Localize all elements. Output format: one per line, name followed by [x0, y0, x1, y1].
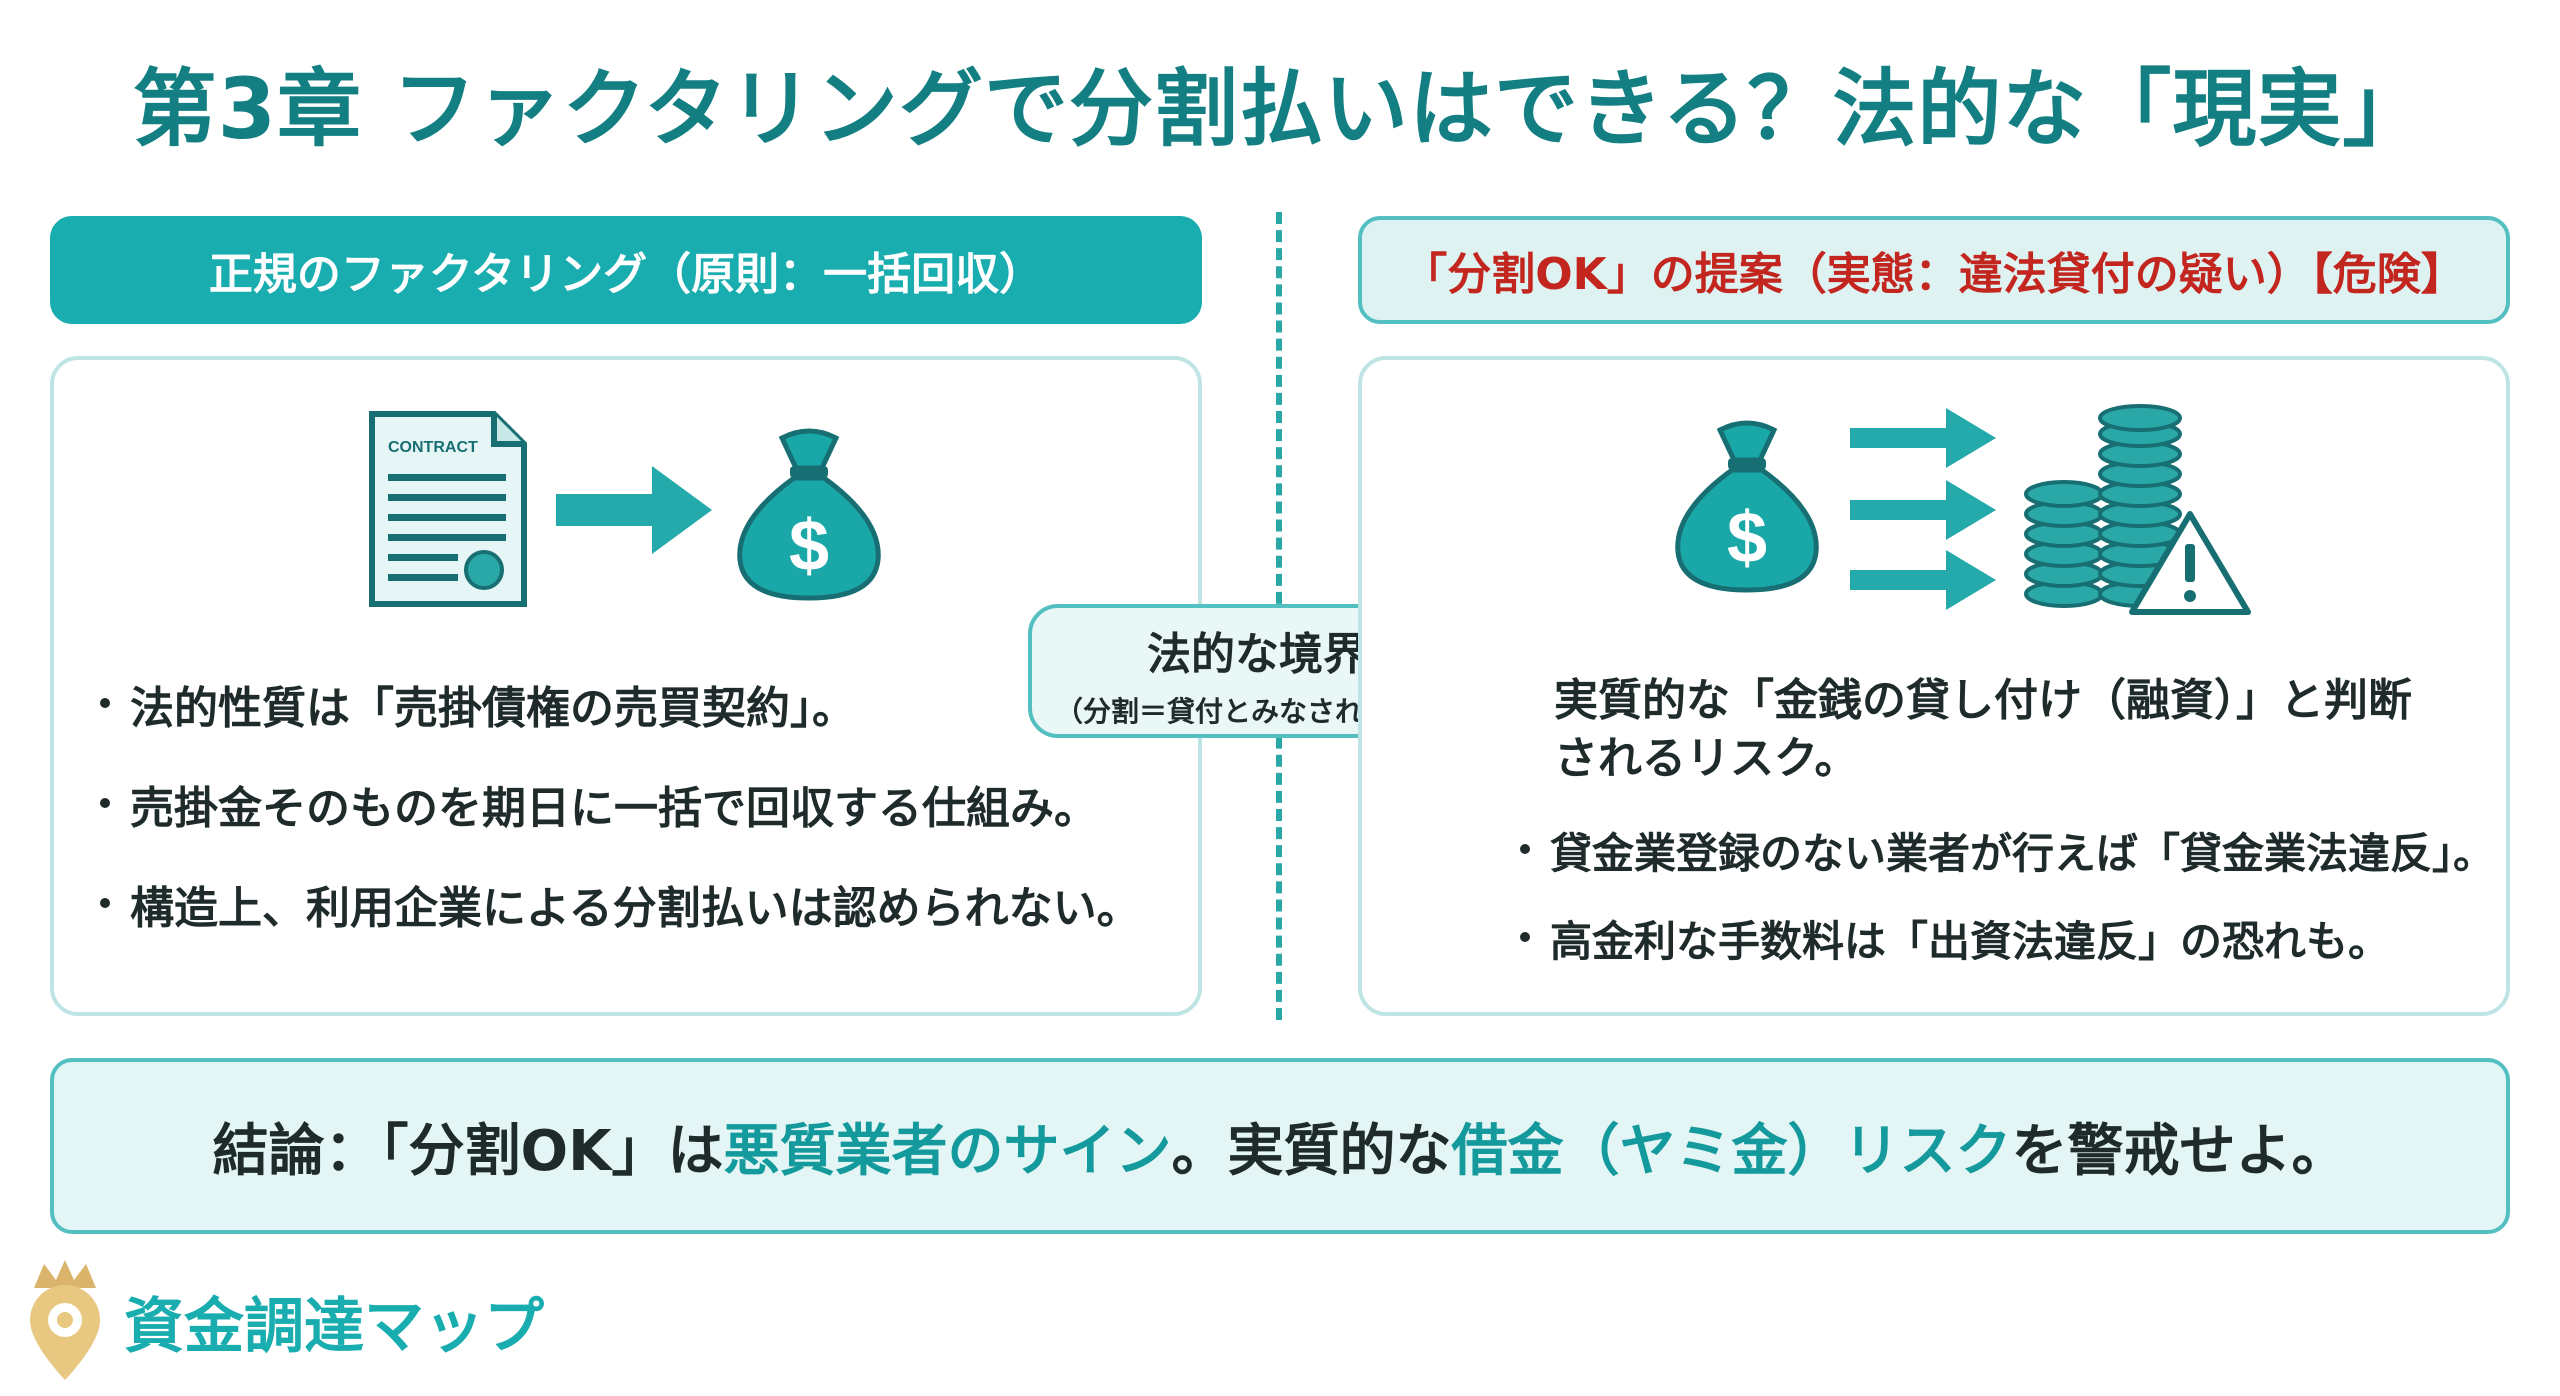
money-bag-icon: $	[1675, 420, 1819, 593]
contract-document-icon: CONTRACT	[369, 411, 527, 607]
svg-text:$: $	[1727, 498, 1767, 578]
left-bullet-list: 法的性質は「売掛債権の売買契約」。 売掛金そのものを期日に一括で回収する仕組み。…	[96, 672, 1196, 972]
right-arrow-icon	[556, 466, 712, 554]
page-title: 第3章 ファクタリングで分割払いはできる？法的な「現実」	[132, 60, 2428, 158]
left-bullet: 売掛金そのものを期日に一括で回収する仕組み。	[96, 772, 1196, 872]
coin-stacks-warning-icon	[2024, 404, 2251, 615]
conclusion-text: 。実質的な	[1171, 1118, 1452, 1184]
right-panel	[1358, 356, 2510, 1016]
contract-label: CONTRACT	[388, 439, 478, 456]
left-bullet: 構造上、利用企業による分割払いは認められない。	[96, 872, 1196, 972]
right-lead-text: 実質的な「金銭の貸し付け（融資）」と判断 されるリスク。	[1554, 672, 2454, 788]
left-header: 正規のファクタリング（原則：一括回収）	[50, 216, 1202, 324]
money-bag-icon: $	[737, 428, 881, 601]
left-bullet: 法的性質は「売掛債権の売買契約」。	[96, 672, 1196, 772]
brand-logo: 資金調達マップ	[20, 1256, 544, 1386]
conclusion-banner: 結論：「分割OK」は 悪質業者のサイン 。実質的な 借金（ヤミ金）リスク を警戒…	[50, 1058, 2510, 1234]
brand-name: 資金調達マップ	[124, 1291, 544, 1362]
conclusion-text: 結論：「分割OK」は	[212, 1118, 724, 1184]
split-arrows-icon	[1850, 408, 1996, 610]
right-bullet: 高金利な手数料は「出資法違反」の恐れも。	[1516, 908, 2506, 996]
right-lead-line: されるリスク。	[1554, 733, 1859, 784]
conclusion-highlight: 悪質業者のサイン	[723, 1118, 1172, 1184]
right-bullet: 貸金業登録のない業者が行えば「貸金業法違反」。	[1516, 820, 2506, 908]
svg-text:$: $	[789, 506, 829, 586]
conclusion-text: を警戒せよ。	[2011, 1118, 2348, 1184]
right-header: 「分割OK」の提案（実態：違法貸付の疑い）【危険】	[1358, 216, 2510, 324]
left-panel	[50, 356, 1202, 1016]
conclusion-highlight: 借金（ヤミ金）リスク	[1451, 1118, 2012, 1184]
right-bullet-list: 貸金業登録のない業者が行えば「貸金業法違反」。 高金利な手数料は「出資法違反」の…	[1516, 820, 2506, 996]
right-lead-line: 実質的な「金銭の貸し付け（融資）」と判断	[1554, 675, 2412, 726]
crown-pin-icon	[30, 1260, 100, 1380]
